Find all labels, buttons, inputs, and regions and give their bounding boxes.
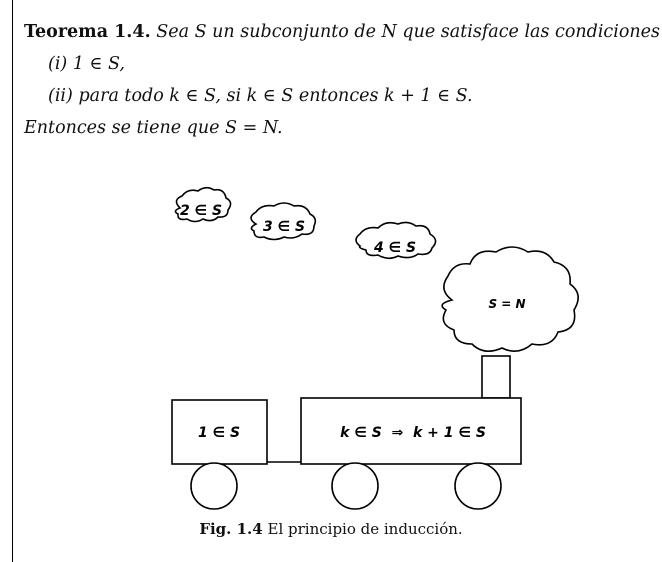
cloud-2-in-s [174,186,232,223]
theorem-conclusion: Entonces se tiene que S = N. [24,118,283,138]
condition-ii-text: para todo k ∈ S, si k ∈ S entonces k + 1… [78,86,473,106]
engine [300,397,522,465]
cloud-label-4: S = N [488,297,525,311]
wagon-wheel [190,462,238,510]
caption-text: El principio de inducción. [267,520,463,538]
wagon-label: 1 ∈ S [198,425,240,441]
condition-ii-number: (ii) [48,86,73,106]
cloud-label-1: 2 ∈ S [180,203,222,219]
caption-number: Fig. 1.4 [199,520,263,538]
cloud-labels: 2 ∈ S 3 ∈ S 4 ∈ S S = N [180,203,526,311]
cloud-s-equals-n [441,246,579,352]
theorem-line: Teorema 1.4. Sea S un subconjunto de N q… [24,16,660,48]
chimney [481,355,511,399]
condition-i: (i) 1 ∈ S, [24,48,656,80]
theorem-statement: Sea S un subconjunto de N que satisface … [156,22,660,42]
cloud-4-in-s [355,221,437,260]
cloud-3-in-s [250,202,317,241]
theorem-label: Teorema 1.4. [24,22,151,42]
condition-i-number: (i) [48,54,68,74]
condition-ii: (ii) para todo k ∈ S, si k ∈ S entonces … [24,80,656,112]
margin-rule [12,0,13,562]
figure-caption: Fig. 1.4 El principio de inducción. [0,520,662,538]
engine-wheel-back [454,462,502,510]
engine-label: k ∈ S ⇒ k + 1 ∈ S [340,425,486,441]
theorem-block: Teorema 1.4. Sea S un subconjunto de N q… [24,16,660,144]
cloud-label-2: 3 ∈ S [263,219,305,235]
cloud-label-3: 4 ∈ S [373,240,416,256]
engine-wheel-front [331,462,379,510]
condition-i-text: 1 ∈ S, [72,54,125,74]
